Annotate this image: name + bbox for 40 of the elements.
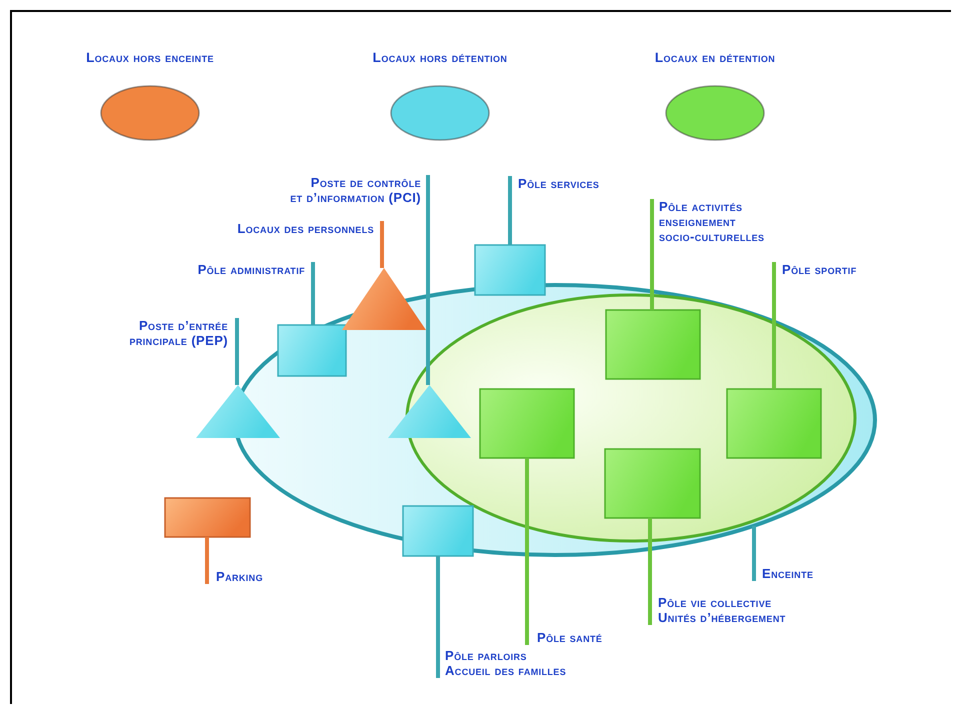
leader-line	[648, 518, 652, 625]
square-block	[165, 498, 250, 537]
square-block	[475, 245, 545, 295]
leader-line	[508, 176, 512, 245]
leader-line	[752, 526, 756, 581]
area-label: Parking	[216, 569, 263, 584]
area-label: Poste d’entrée principale (PEP)	[129, 318, 228, 348]
triangle-shape	[196, 385, 280, 438]
leader-line	[205, 537, 209, 584]
area-label: Pôle parloirs Accueil des familles	[445, 648, 566, 678]
triangle-shape	[342, 268, 426, 330]
square-block	[606, 310, 700, 379]
area-label: Pôle activités enseignement socio-culturelles	[659, 199, 764, 244]
leader-line	[525, 458, 529, 645]
area-label: Pôle services	[518, 176, 600, 191]
legend-label: Locaux en détention	[654, 50, 776, 65]
area-label: Locaux des personnels	[237, 221, 374, 236]
legend-label: Locaux hors détention	[372, 50, 508, 65]
leader-line	[436, 556, 440, 678]
square-block	[605, 449, 700, 518]
area-label: Poste de contrôle et d’information (PCI)	[290, 175, 421, 205]
square-block	[727, 389, 821, 458]
area-label: Enceinte	[762, 566, 814, 581]
square-block	[480, 389, 574, 458]
area-label: Pôle sportif	[782, 262, 857, 277]
leader-line	[650, 199, 654, 310]
triangle-shape	[388, 385, 471, 438]
legend-label: Locaux hors enceinte	[85, 50, 215, 65]
square-block	[403, 506, 473, 556]
detention-ellipse	[405, 293, 857, 543]
leader-line	[235, 318, 239, 385]
leader-line	[772, 262, 776, 389]
leader-line	[311, 262, 315, 325]
leader-line	[426, 175, 430, 385]
leader-line	[380, 221, 384, 268]
square-block	[278, 325, 346, 376]
area-label: Pôle vie collective Unités d’hébergement	[658, 595, 786, 625]
area-label: Pôle administratif	[198, 262, 305, 277]
enclosure-ellipse	[233, 283, 877, 557]
area-label: Pôle santé	[537, 630, 602, 645]
